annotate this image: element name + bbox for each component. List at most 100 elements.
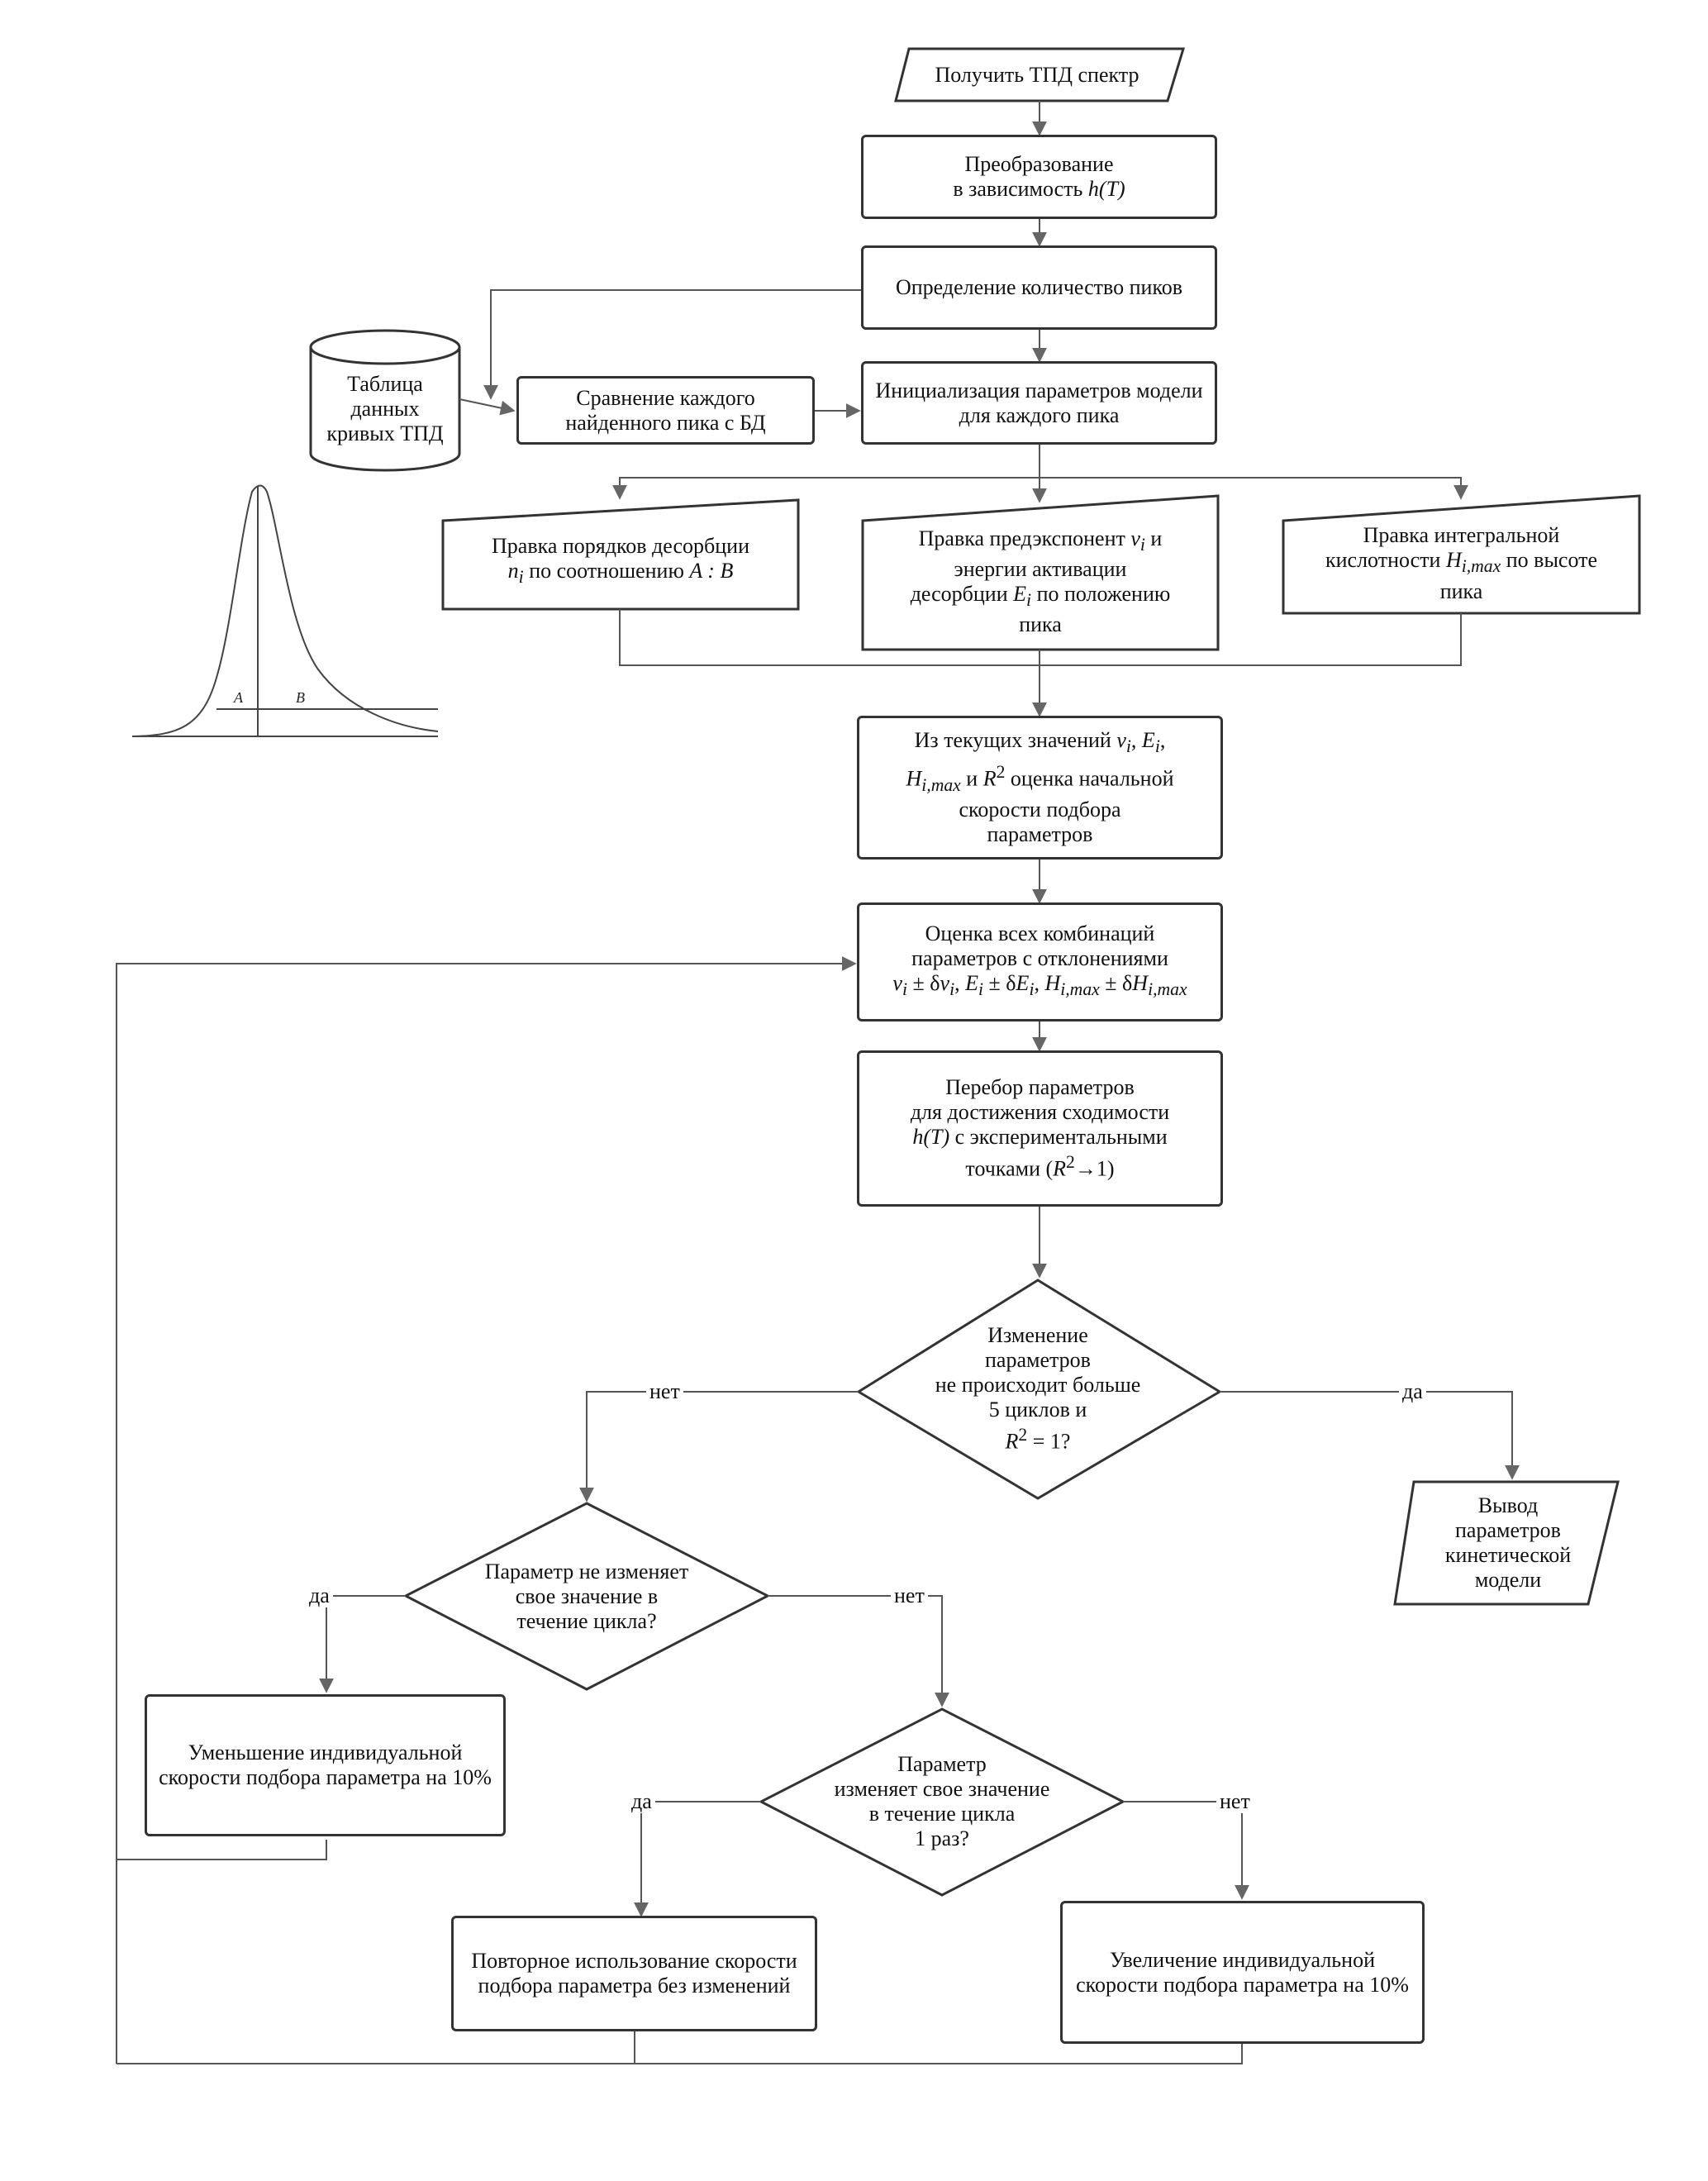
acid-line2: кислотности [1325,548,1446,573]
decision-main-line4: 5 циклов и [988,1397,1087,1421]
acid-line1: Правка интегральной [1363,523,1560,548]
output-line2: параметров [1455,1518,1561,1542]
edge-label-main-no: нет [646,1380,683,1403]
decision-main-line2: параметров [985,1347,1091,1372]
tpd-peak-inset [131,484,439,737]
decision-main-line3: не происходит больше [935,1372,1141,1397]
reuse-node[interactable]: Повторное использование скорости подбора… [451,1916,817,2031]
compare-label: Сравнение каждого найденного пика с БД [565,385,766,435]
edge-label-unchanged-yes: да [306,1584,333,1607]
search-line4b: 1) [1096,1156,1115,1181]
edge-label-unchanged-no: нет [891,1584,928,1607]
decision-once-node[interactable]: Параметр изменяет свое значение в течени… [818,1750,1066,1853]
decision-unchanged-label: Параметр не изменяет свое значение в теч… [484,1560,689,1633]
compare-node[interactable]: Сравнение каждого найденного пика с БД [516,376,815,445]
order-node[interactable]: Правка порядков десорбции ni по соотноше… [443,514,798,609]
decision-once-line3: в течение цикла [868,1802,1016,1826]
search-line3: с экспериментальными [949,1125,1168,1150]
transform-line1: Преобразование [964,152,1114,176]
combos-line2: параметров с отклонениями [911,946,1168,971]
database-node[interactable]: Таблица данных кривых ТПД [311,364,459,455]
decision-once-line2: изменяет свое значение [834,1777,1050,1801]
count-peaks-label: Определение количество пиков [895,275,1183,299]
output-node[interactable]: Вывод параметров кинетической модели [1405,1484,1611,1602]
preexp-esub: i [1026,590,1032,611]
preexp-line1: Правка предэкспонент [918,526,1131,550]
preexp-and: и [1144,526,1163,550]
database-line1: Таблица [347,372,423,396]
transform-func: h(T) [1087,177,1125,201]
search-line1: Перебор параметров [945,1075,1135,1100]
acid-node[interactable]: Правка интегральной кислотности Hi,max п… [1283,514,1639,613]
output-line4: модели [1474,1568,1542,1592]
search-line4: точками ( [965,1156,1054,1181]
combos-node[interactable]: Оценка всех комбинаций параметров с откл… [857,902,1223,1021]
order-line1: Правка порядков десорбции [492,533,749,558]
preexp-line2: энергии активации [954,557,1127,581]
edge-label-once-no: нет [1216,1790,1254,1813]
decrease-label: Уменьшение индивидуальной скорости подбо… [159,1741,492,1789]
combos-line1: Оценка всех комбинаций [925,921,1155,946]
order-mid: по соотношению [523,558,690,583]
acid-box [1282,494,1641,615]
estimate-line2b: оценка начальной [1005,766,1174,791]
decision-unchanged-diamond [402,1502,771,1691]
preexp-var: v [1130,526,1140,550]
increase-node[interactable]: Увеличение индивидуальной скорости подбо… [1060,1901,1425,2044]
acid-line3: пика [1439,579,1483,603]
shapes [309,47,1641,1897]
search-line2: для достижения сходимости [910,1100,1170,1125]
start-label: Получить ТПД спектр [935,63,1139,87]
preexp-node[interactable]: Правка предэкспонент vi и энергии актива… [863,514,1218,650]
start-parallelogram [894,47,1186,102]
preexp-line3b: по положению [1031,582,1171,606]
order-box [441,498,800,611]
decision-main-line1: Изменение [987,1322,1088,1347]
acid-line2b: по высоте [1501,548,1598,573]
database-line2: данных [350,397,420,421]
preexp-line3: десорбции [910,582,1014,606]
database-cylinder-shape [309,329,461,472]
database-cylinder-top [309,346,461,365]
order-var: n [507,558,519,583]
preexp-box [861,494,1220,651]
inset-label-b: B [296,689,305,706]
decision-once-line1: Параметр [897,1752,987,1776]
preexp-evar: E [1013,582,1027,606]
estimate-line2: и [966,766,983,791]
decision-unchanged-node[interactable]: Параметр не изменяет свое значение в теч… [479,1545,694,1648]
init-params-node[interactable]: Инициализация параметров модели для кажд… [861,361,1217,445]
init-params-label: Инициализация параметров модели для кажд… [875,378,1203,427]
acid-sub: i,max [1461,556,1501,577]
acid-var: H [1445,548,1462,573]
decision-main-node[interactable]: Изменение параметров не происходит больш… [935,1322,1141,1454]
count-peaks-node[interactable]: Определение количество пиков [861,245,1217,330]
edge-label-main-yes: да [1399,1380,1426,1403]
preexp-line4: пика [1019,612,1062,637]
estimate-line1: Из текущих значений [914,728,1117,753]
inset-label-a: A [234,689,243,706]
estimate-line4: параметров [987,821,1093,846]
inset-peak-curve [131,484,439,737]
order-sub: i [518,567,524,588]
output-line3: кинетической [1444,1543,1572,1567]
estimate-line3: скорости подбора [959,797,1121,821]
search-node[interactable]: Перебор параметров для достижения сходим… [857,1050,1223,1207]
order-ratio: A : B [689,558,734,583]
transform-line2: в зависимость [953,177,1088,201]
database-line3: кривых ТПД [326,421,444,445]
start-node[interactable]: Получить ТПД спектр [901,50,1173,101]
transform-node[interactable]: Преобразование в зависимость h(T) [861,135,1217,219]
decrease-node[interactable]: Уменьшение индивидуальной скорости подбо… [145,1694,506,1836]
decision-main-diamond [856,1279,1222,1500]
edge-label-once-yes: да [628,1790,655,1813]
search-func: h(T) [912,1125,950,1150]
output-parallelogram [1393,1480,1620,1606]
decision-once-line4: 1 раз? [915,1826,969,1850]
decision-main-line5: = 1? [1027,1429,1071,1454]
estimate-node[interactable]: Из текущих значений vi, Ei, Hi,max и R2 … [857,716,1223,860]
increase-label: Увеличение индивидуальной скорости подбо… [1076,1947,1409,1997]
preexp-sub: i [1139,535,1145,555]
reuse-label: Повторное использование скорости подбора… [471,1949,797,1998]
